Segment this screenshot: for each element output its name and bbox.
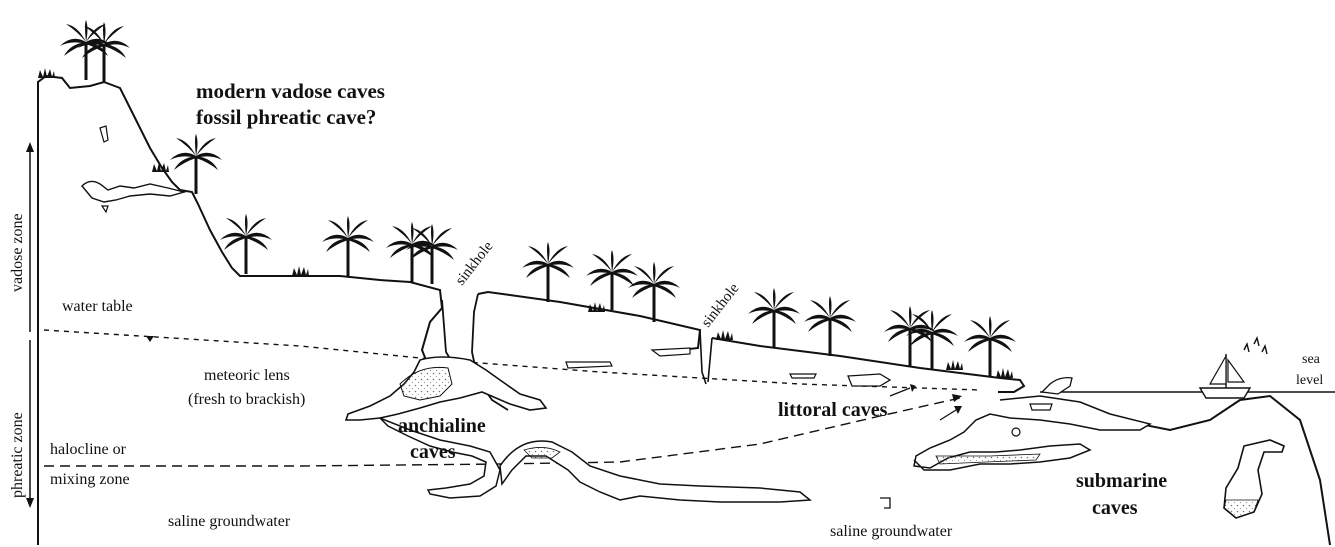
littoral-chamber xyxy=(848,374,890,386)
label-submarine-caves: caves xyxy=(1092,497,1138,519)
label-meteoric-lens: meteoric lens xyxy=(204,367,290,384)
label-mixing-zone: mixing zone xyxy=(50,471,130,488)
label-sinkhole-2: sinkhole xyxy=(699,280,743,330)
palm-tree-icon xyxy=(220,214,272,274)
grass-tuft-icon xyxy=(996,368,1013,378)
palm-tree-icon xyxy=(386,222,438,282)
label-water-table: water table xyxy=(62,298,133,315)
label-submarine: submarine xyxy=(1076,470,1167,492)
land-surface-middle xyxy=(478,292,700,352)
grass-tuft-icon xyxy=(292,266,309,276)
water-table-line xyxy=(44,330,980,390)
palm-tree-icon xyxy=(170,134,222,194)
sailboat-icon xyxy=(1200,354,1250,398)
label-anchialine: anchialine xyxy=(398,415,486,437)
label-fresh-brackish: (fresh to brackish) xyxy=(188,391,305,408)
littoral-arrow-1 xyxy=(890,388,910,396)
small-cave-8 xyxy=(880,498,890,508)
label-vadose-zone: vadose zone xyxy=(9,213,26,292)
submarine-chamber-stipple xyxy=(1224,500,1258,518)
palm-tree-icon xyxy=(406,224,458,284)
sinkhole-1-wall xyxy=(442,300,452,362)
littoral-arrow-2 xyxy=(940,410,956,420)
label-sea: sea xyxy=(1302,352,1321,367)
small-cave-5 xyxy=(790,374,816,378)
label-saline-groundwater-left: saline groundwater xyxy=(168,513,291,530)
label-sinkhole-1: sinkhole xyxy=(453,238,497,288)
water-table-marker xyxy=(146,336,154,342)
label-modern-vadose: modern vadose caves xyxy=(196,79,385,103)
small-cave-7 xyxy=(1012,428,1020,436)
label-fossil-phreatic: fossil phreatic cave? xyxy=(196,105,376,129)
grass-tuft-icon xyxy=(588,302,605,312)
grass-tuft-icon xyxy=(716,330,733,340)
fossil-phreatic-cave xyxy=(82,181,184,202)
grass-tuft-icon xyxy=(946,360,963,370)
palm-tree-icon xyxy=(322,216,374,276)
grass-tuft-icon xyxy=(38,68,55,78)
label-phreatic-zone: phreatic zone xyxy=(9,412,26,498)
palm-tree-icon xyxy=(628,262,680,322)
small-cave-3 xyxy=(566,362,612,368)
bird-icon xyxy=(1244,338,1267,354)
palm-tree-icon xyxy=(804,296,856,356)
label-anchialine-caves: caves xyxy=(410,441,456,463)
palm-tree-icon xyxy=(884,306,936,366)
small-cave-2 xyxy=(102,206,108,212)
label-level: level xyxy=(1296,373,1323,388)
small-cave-4 xyxy=(652,348,690,356)
palm-tree-icon xyxy=(748,288,800,348)
palm-tree-icon xyxy=(906,310,958,370)
sinkhole-2 xyxy=(700,330,712,384)
halocline-arrowhead xyxy=(952,394,962,402)
small-cave-6 xyxy=(1030,404,1052,410)
label-saline-groundwater-mid: saline groundwater xyxy=(830,523,953,540)
small-cave-1 xyxy=(100,126,108,142)
palm-tree-icon xyxy=(522,242,574,302)
label-halocline: halocline or xyxy=(50,441,127,458)
palm-tree-icon xyxy=(964,316,1016,376)
label-littoral-caves: littoral caves xyxy=(778,399,888,421)
palm-tree-icon xyxy=(586,250,638,310)
